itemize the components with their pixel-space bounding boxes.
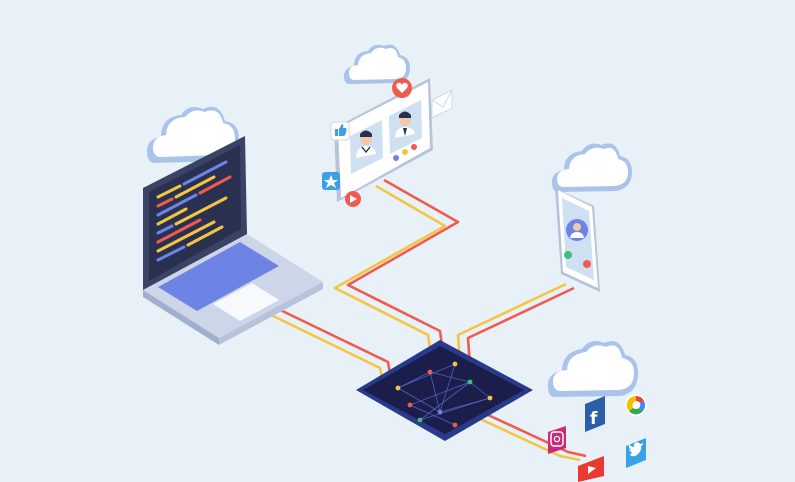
svg-text:f: f [590,409,598,429]
twitter-icon [626,438,646,468]
play-icon [345,191,361,207]
heart-icon [392,78,412,98]
cloud-icon [548,341,638,397]
laptop-icon [143,136,323,345]
avatar [356,130,376,158]
smartphone-call-icon [555,188,600,292]
instagram-icon [548,426,566,454]
cloud-icon [344,44,410,84]
video-call-screen-icon [334,78,433,202]
cloud-icon [147,106,239,163]
star-icon [322,172,340,190]
network-hub-icon [356,340,533,441]
like-icon [330,121,350,141]
youtube-icon [578,456,604,482]
facebook-icon: f [585,396,605,432]
code-lines [156,160,232,262]
cloud-icon [552,143,632,192]
google-icon [625,394,647,416]
mail-icon [431,89,453,119]
avatar [395,111,415,138]
